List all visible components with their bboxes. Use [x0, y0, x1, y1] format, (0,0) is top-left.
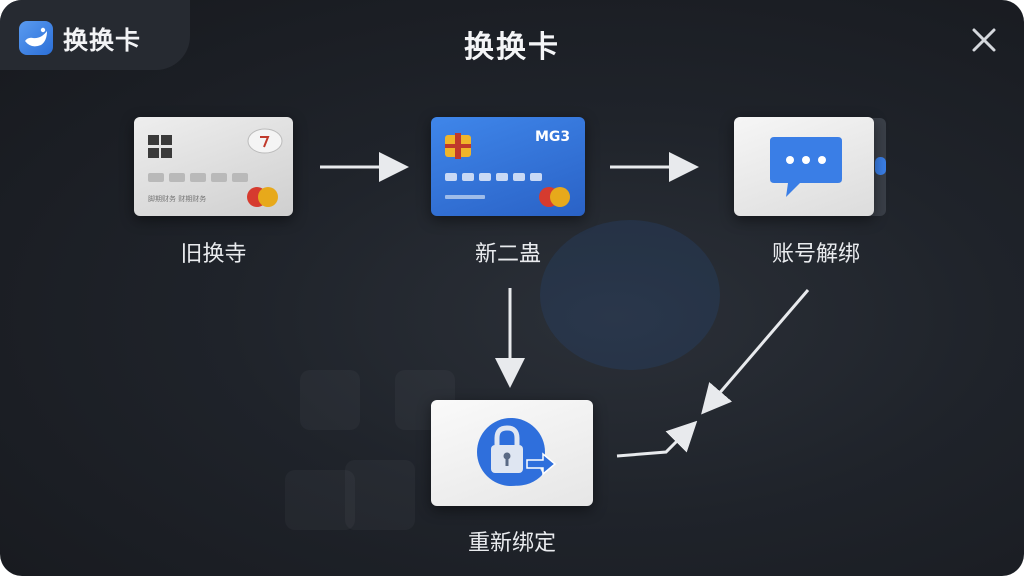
step-label-old-card: 旧换寺 — [180, 242, 247, 267]
new-card-brand-text: MG3 — [535, 129, 571, 145]
old-card-fine-print: 脚期财务 财期财务 — [148, 195, 207, 203]
window-title: 换换卡 — [464, 30, 560, 65]
step-label-unbind: 账号解绑 — [771, 242, 860, 267]
app-badge: 换换卡 — [0, 0, 190, 70]
old-card-icon: 脚期财务 财期财务 — [134, 117, 293, 216]
step-label-new-card: 新二蛊 — [474, 242, 541, 267]
bg-decoration — [540, 220, 720, 370]
app-logo-icon — [19, 21, 53, 55]
tablet-side-dot — [875, 157, 886, 175]
chat-bubble-icon — [734, 117, 874, 216]
new-card-icon: MG3 — [431, 117, 585, 216]
arrow-unbind-to-rebind — [701, 289, 810, 415]
lock-arrow-icon — [431, 400, 593, 506]
close-button[interactable] — [968, 24, 1000, 56]
app-name: 换换卡 — [63, 26, 142, 55]
close-icon — [972, 28, 996, 52]
step-label-rebind: 重新绑定 — [467, 531, 556, 556]
arrow-rebind-return — [616, 420, 698, 458]
